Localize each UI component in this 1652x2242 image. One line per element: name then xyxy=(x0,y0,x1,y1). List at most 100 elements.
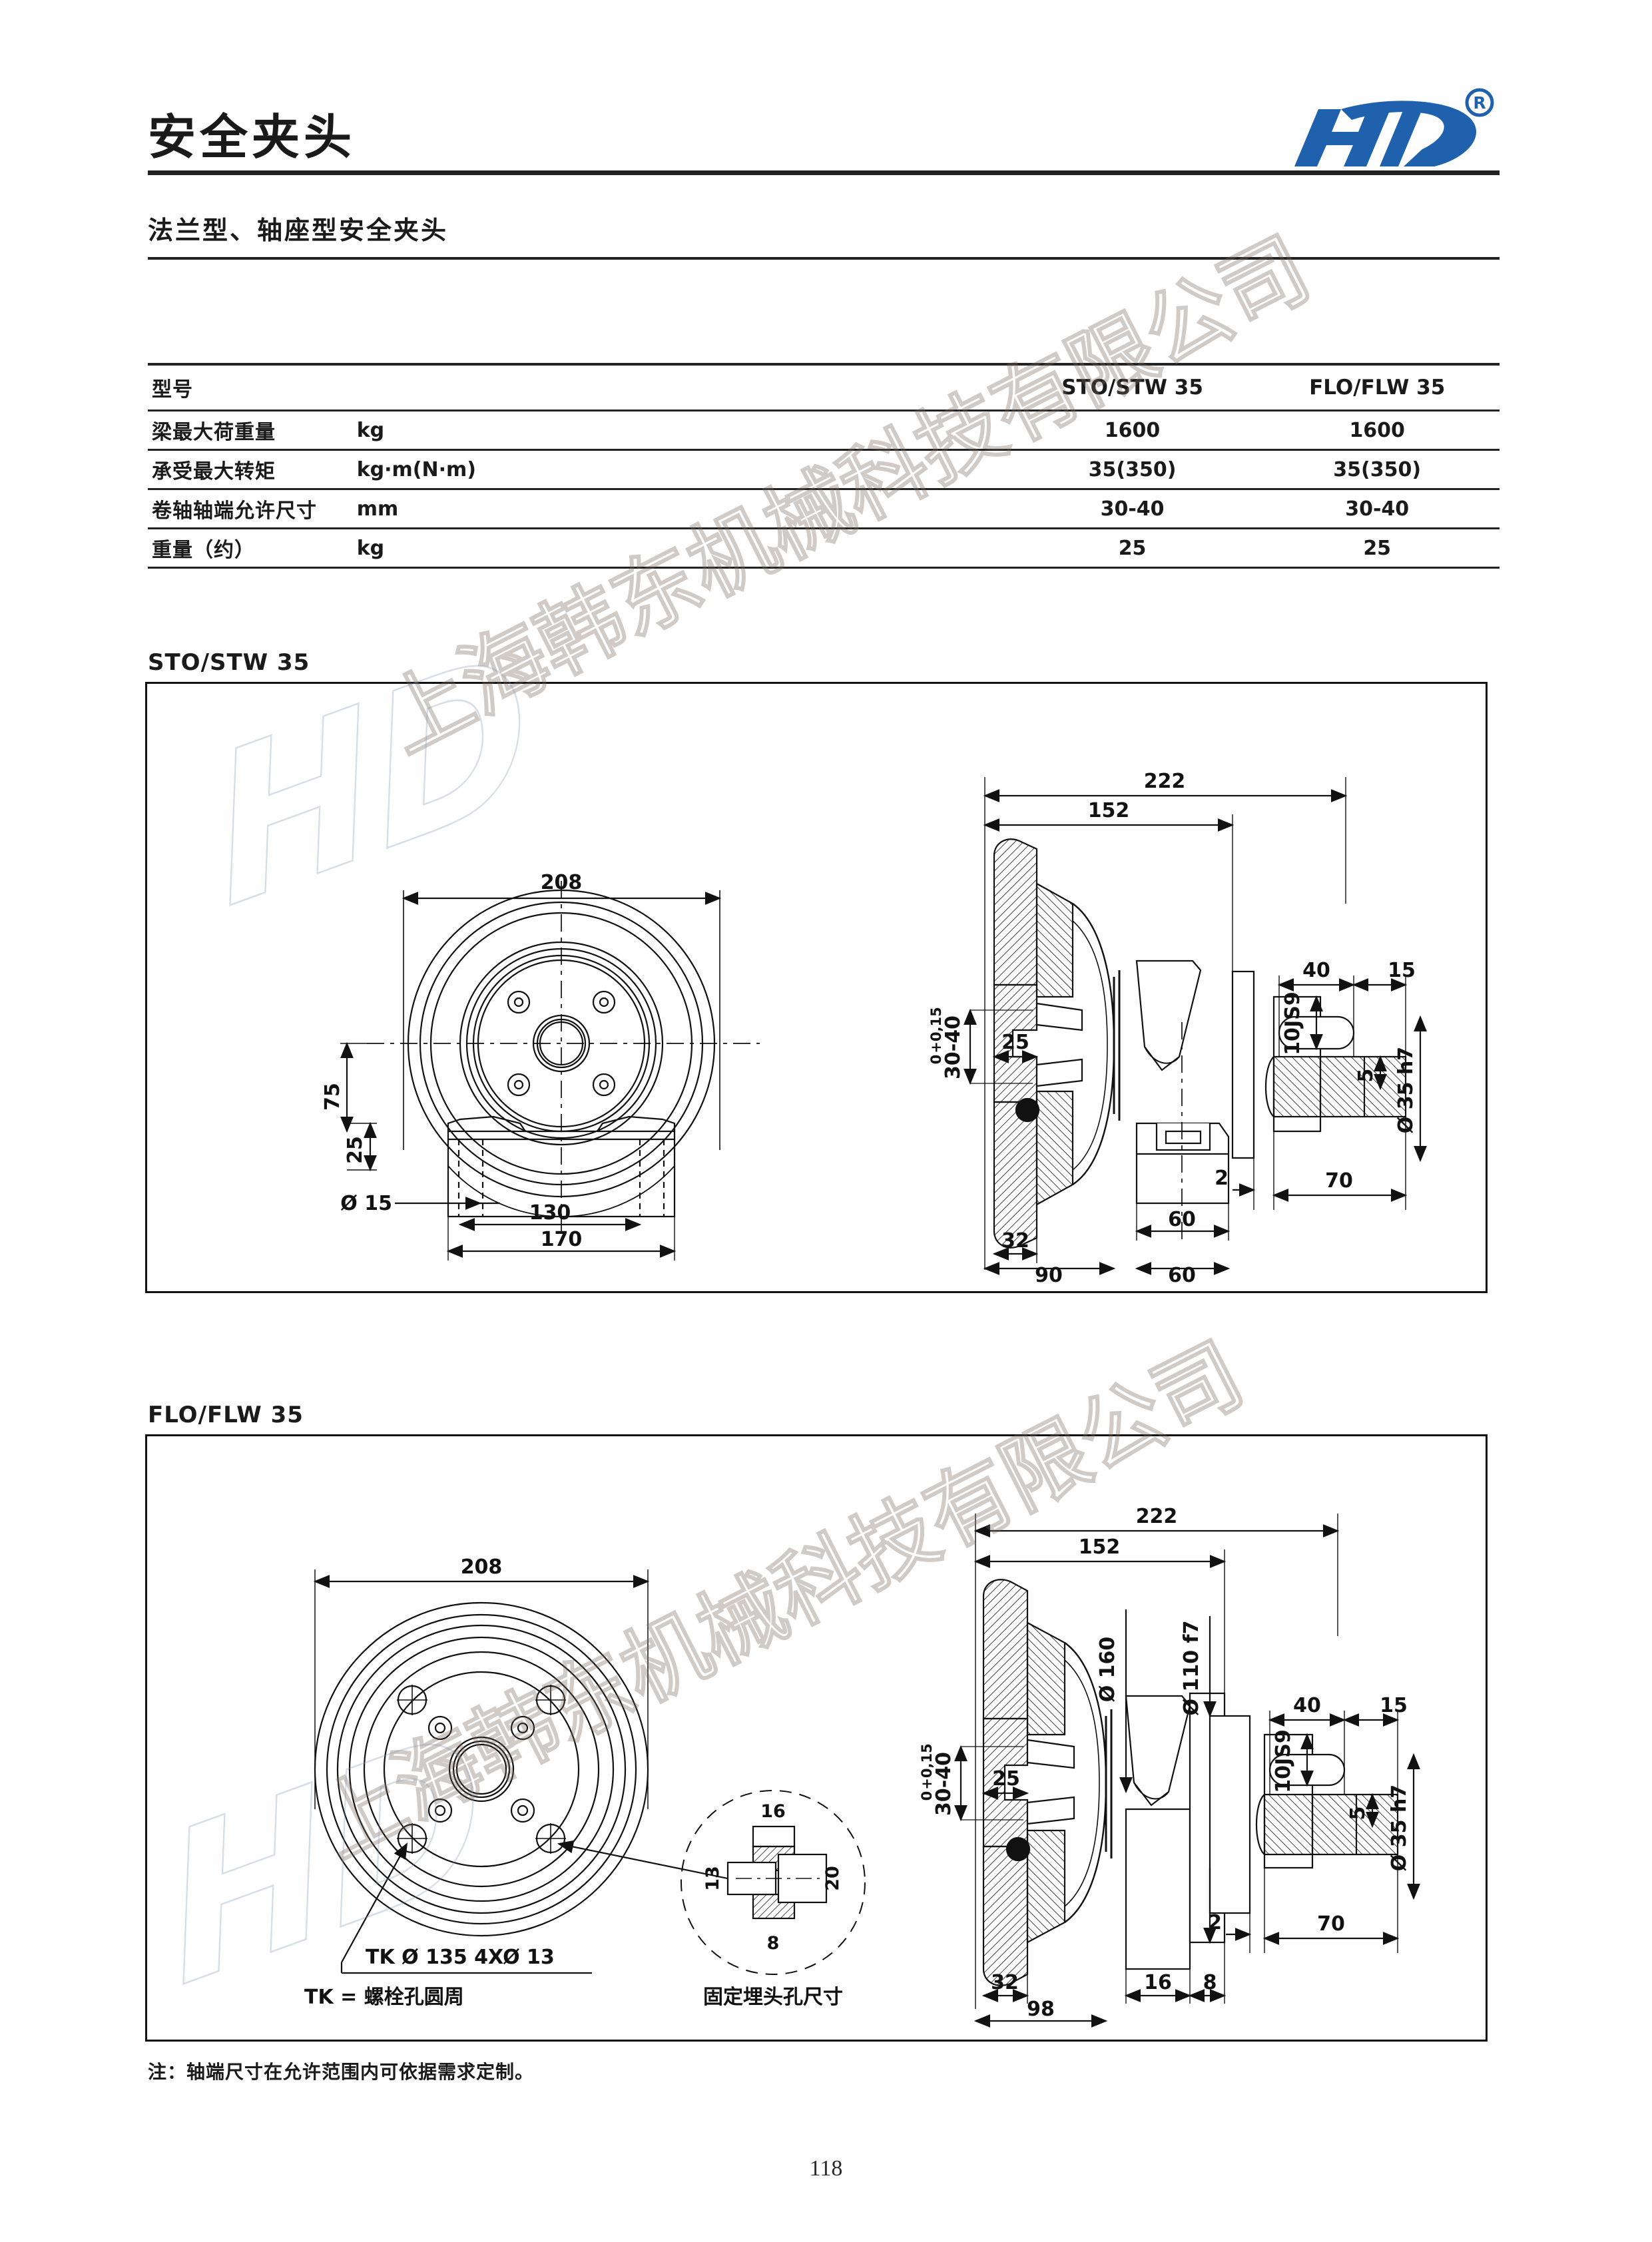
svg-text:20: 20 xyxy=(822,1866,843,1891)
spec-value-weight-flo: 25 xyxy=(1254,527,1500,569)
tk-legend: TK = 螺栓孔圆周 xyxy=(304,1986,464,2009)
svg-text:16: 16 xyxy=(1144,1971,1172,1994)
svg-text:Ø 35 h7: Ø 35 h7 xyxy=(1388,1785,1411,1871)
spec-label-weight: 重量（约） xyxy=(148,527,350,569)
svg-text:16: 16 xyxy=(760,1801,786,1822)
svg-text:40: 40 xyxy=(1293,1694,1321,1717)
table-row-header: 型号 STO/STW 35 FLO/FLW 35 xyxy=(148,363,1500,411)
svg-text:90: 90 xyxy=(1035,1264,1063,1287)
spec-unit-torque: kg·m(N·m) xyxy=(350,449,641,489)
drawing2-canvas: 208 xyxy=(147,1436,1486,2040)
svg-text:152: 152 xyxy=(1079,1536,1121,1559)
spec-label-model: 型号 xyxy=(148,363,350,411)
spec-spacer-4 xyxy=(641,527,1010,569)
svg-text:13: 13 xyxy=(702,1866,723,1891)
spec-value-load-sto: 1600 xyxy=(1009,410,1255,450)
svg-text:32: 32 xyxy=(1001,1229,1029,1253)
d1-section-view: 222 152 xyxy=(928,770,1427,1287)
hd-logo-icon: R xyxy=(1294,88,1494,166)
svg-text:25: 25 xyxy=(992,1767,1020,1791)
d2-detail-circle: 16 13 20 8 固定埋头孔尺寸 xyxy=(681,1790,866,2009)
svg-text:+0,15: +0,15 xyxy=(919,1743,935,1789)
spec-col-flo: FLO/FLW 35 xyxy=(1254,363,1500,411)
spec-unit-weight: kg xyxy=(350,527,641,569)
spec-value-weight-sto: 25 xyxy=(1009,527,1255,569)
svg-text:70: 70 xyxy=(1325,1169,1353,1193)
svg-text:222: 222 xyxy=(1136,1505,1178,1528)
page-number: 118 xyxy=(809,2156,843,2181)
spec-spacer-1 xyxy=(641,410,1010,450)
svg-text:70: 70 xyxy=(1317,1912,1345,1936)
spec-label-shaftsize: 卷轴轴端允许尺寸 xyxy=(148,488,350,529)
spec-spacer-2 xyxy=(641,449,1010,489)
spec-value-torque-flo: 35(350) xyxy=(1254,449,1500,489)
svg-text:25: 25 xyxy=(344,1136,367,1164)
svg-text:30-40: 30-40 xyxy=(942,1015,965,1079)
svg-text:5: 5 xyxy=(1346,1807,1370,1821)
title-rule xyxy=(148,170,1500,175)
table-row: 卷轴轴端允许尺寸 mm 30-40 30-40 xyxy=(148,488,1500,529)
svg-text:Ø 160: Ø 160 xyxy=(1096,1637,1119,1703)
spec-unit-shaftsize: mm xyxy=(350,488,641,529)
spec-table: 型号 STO/STW 35 FLO/FLW 35 梁最大荷重量 kg 1600 … xyxy=(148,363,1500,569)
spec-spacer-0 xyxy=(641,363,1010,411)
table-row: 重量（约） kg 25 25 xyxy=(148,527,1500,569)
spec-value-shaftsize-flo: 30-40 xyxy=(1254,488,1500,529)
svg-text:10JS9: 10JS9 xyxy=(1272,1729,1295,1793)
detail-title: 固定埋头孔尺寸 xyxy=(703,1986,843,2009)
svg-text:2: 2 xyxy=(1208,1911,1222,1934)
svg-text:32: 32 xyxy=(991,1971,1019,1994)
svg-text:5: 5 xyxy=(1354,1069,1378,1083)
svg-text:222: 222 xyxy=(1144,770,1186,793)
svg-text:2: 2 xyxy=(1215,1167,1229,1190)
spec-unit-model xyxy=(350,363,641,411)
drawing2-label: FLO/FLW 35 xyxy=(148,1402,304,1428)
svg-text:130: 130 xyxy=(529,1201,571,1225)
svg-text:75: 75 xyxy=(321,1083,344,1111)
bolt-circle-note: TK Ø 135 4XØ 13 xyxy=(366,1946,555,1969)
drawing2-frame: 208 xyxy=(145,1434,1488,2042)
svg-text:60: 60 xyxy=(1168,1208,1196,1231)
drawing1-label: STO/STW 35 xyxy=(148,649,310,676)
svg-text:+0,15: +0,15 xyxy=(928,1007,944,1053)
page-header: 安全夹头 法兰型、轴座型安全夹头 R xyxy=(148,88,1500,260)
page-subtitle: 法兰型、轴座型安全夹头 xyxy=(148,216,449,245)
drawing1-canvas: 208 xyxy=(147,684,1486,1291)
svg-text:25: 25 xyxy=(1001,1031,1029,1054)
svg-text:208: 208 xyxy=(461,1555,503,1579)
page-title: 安全夹头 xyxy=(148,109,356,165)
d1-front-view: 208 xyxy=(321,871,760,1261)
svg-text:8: 8 xyxy=(767,1933,780,1954)
svg-text:152: 152 xyxy=(1088,799,1130,822)
svg-text:98: 98 xyxy=(1027,1998,1055,2021)
spec-col-sto: STO/STW 35 xyxy=(1009,363,1255,411)
svg-text:170: 170 xyxy=(541,1228,583,1251)
svg-text:30-40: 30-40 xyxy=(932,1752,956,1816)
svg-text:8: 8 xyxy=(1203,1971,1217,1994)
d2-section-view: 222 152 xyxy=(919,1505,1420,2028)
spec-value-load-flo: 1600 xyxy=(1254,410,1500,450)
drawing1-frame: 208 xyxy=(145,682,1488,1293)
svg-text:R: R xyxy=(1473,93,1486,113)
svg-text:Ø 110 f7: Ø 110 f7 xyxy=(1180,1621,1203,1716)
spec-label-torque: 承受最大转矩 xyxy=(148,449,350,489)
spec-value-torque-sto: 35(350) xyxy=(1009,449,1255,489)
svg-text:0: 0 xyxy=(919,1791,935,1801)
spec-value-shaftsize-sto: 30-40 xyxy=(1009,488,1255,529)
svg-text:40: 40 xyxy=(1302,959,1330,982)
svg-text:60: 60 xyxy=(1168,1264,1196,1287)
spec-spacer-3 xyxy=(641,488,1010,529)
subtitle-rule xyxy=(148,257,1500,260)
d2-front-view: 208 xyxy=(304,1555,767,2009)
hd-logo: R xyxy=(1280,85,1500,178)
spec-label-load: 梁最大荷重量 xyxy=(148,410,350,450)
svg-text:10JS9: 10JS9 xyxy=(1281,991,1304,1055)
table-row: 承受最大转矩 kg·m(N·m) 35(350) 35(350) xyxy=(148,449,1500,489)
svg-text:15: 15 xyxy=(1380,1694,1408,1717)
spec-unit-load: kg xyxy=(350,410,641,450)
footer-note: 注：轴端尺寸在允许范围内可依据需求定制。 xyxy=(148,2061,535,2083)
svg-text:15: 15 xyxy=(1388,959,1416,982)
table-row: 梁最大荷重量 kg 1600 1600 xyxy=(148,410,1500,450)
svg-text:Ø 15: Ø 15 xyxy=(340,1192,392,1215)
